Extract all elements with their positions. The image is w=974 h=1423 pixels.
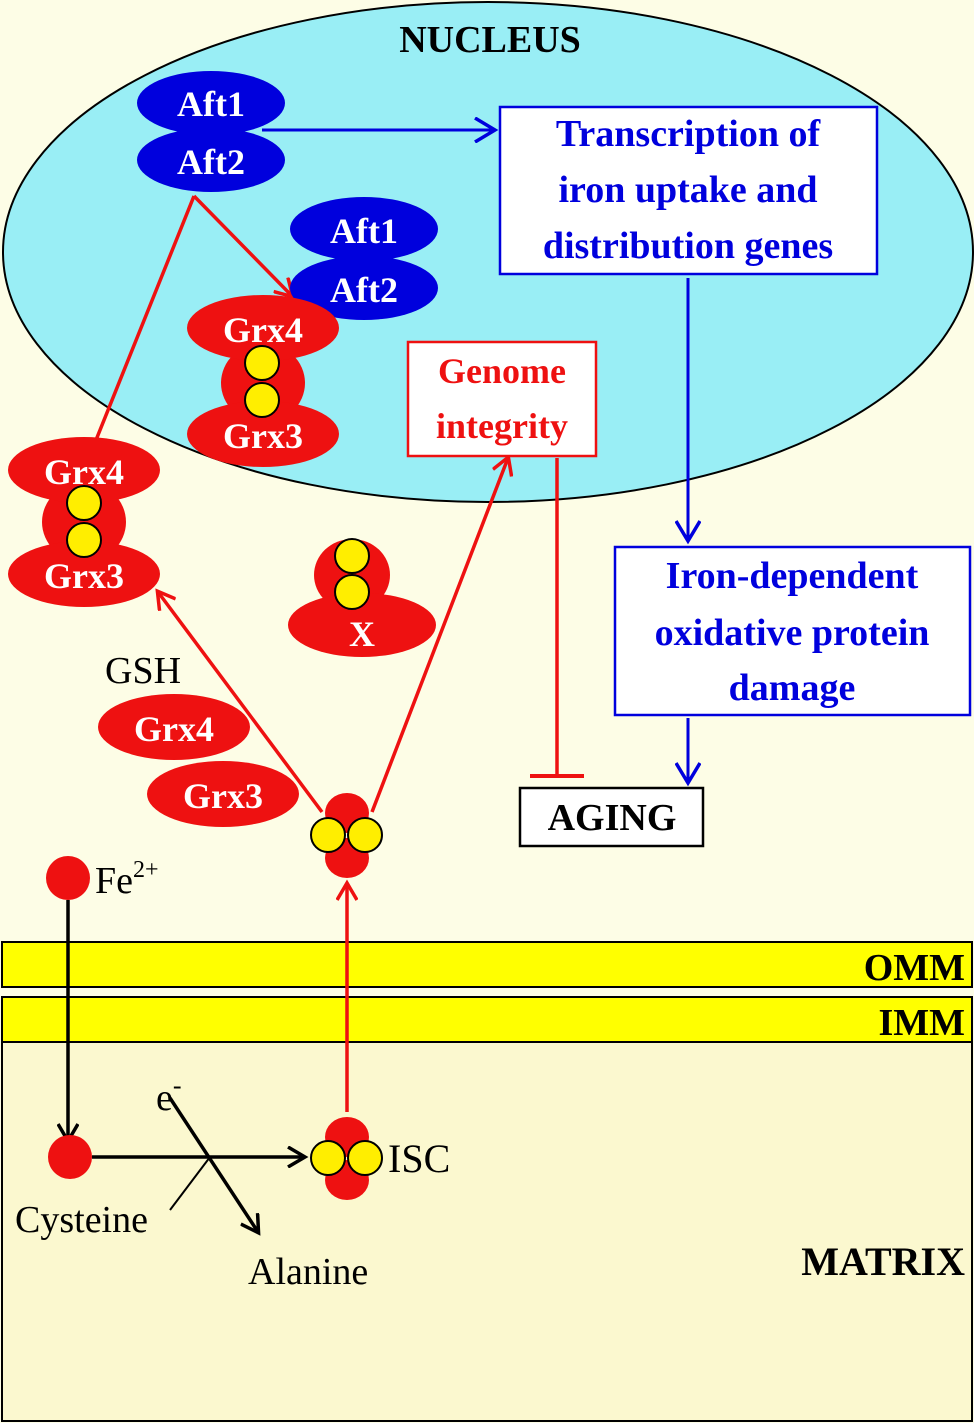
fe-s-cluster	[310, 1140, 346, 1176]
aft2-mid-label: Aft2	[330, 270, 398, 310]
grx-complex-cytosol: Grx4 Grx3	[8, 437, 160, 607]
aft2-mid-node	[290, 256, 438, 320]
aft1-top-node	[137, 71, 285, 135]
grx3-free-node	[147, 761, 299, 827]
genome-line-1: Genome	[438, 351, 566, 391]
grx3-cytosol-label: Grx3	[44, 556, 124, 596]
cytosolic-cluster	[310, 793, 383, 878]
fe-s-cluster	[347, 817, 383, 853]
isc-label: ISC	[388, 1136, 450, 1181]
grx3-nucleus-label: Grx3	[223, 416, 303, 456]
omm-band	[1, 941, 973, 988]
transcription-line-1: Transcription of	[556, 113, 822, 155]
arrow-to-alanine	[168, 1097, 258, 1232]
fe-s-cluster	[66, 522, 102, 558]
oxidative-damage-box	[613, 545, 972, 717]
grx3-free-label: Grx3	[183, 776, 263, 816]
electron-label: e-	[156, 1071, 182, 1119]
fe-s-cluster	[244, 382, 280, 418]
transcription-line-3: distribution genes	[543, 225, 833, 267]
cysteine-branch	[169, 1156, 211, 1211]
oxidative-line-2: oxidative protein	[655, 612, 930, 654]
imm-band	[1, 996, 973, 1043]
grx4-cytosol-label: Grx4	[44, 452, 124, 492]
grx4-nucleus-label: Grx4	[223, 310, 303, 350]
fe-label: Fe2+	[95, 857, 159, 902]
fe-s-cluster	[244, 345, 280, 381]
matrix-region	[1, 999, 973, 1422]
aging-box	[518, 786, 705, 848]
x-protein-label: X	[349, 614, 375, 654]
fe-s-cluster	[66, 485, 102, 521]
cysteine-label: Cysteine	[15, 1199, 148, 1241]
transcription-line-2: iron uptake and	[558, 169, 817, 211]
transcription-box	[498, 105, 879, 276]
nucleus-label: NUCLEUS	[399, 19, 581, 61]
oxidative-line-1: Iron-dependent	[666, 555, 919, 597]
oxidative-line-3: damage	[729, 667, 856, 709]
matrix-label: MATRIX	[801, 1239, 965, 1284]
alanine-label: Alanine	[248, 1251, 368, 1293]
aft1-mid-node	[290, 197, 438, 261]
fe-s-cluster	[334, 574, 370, 610]
omm-label: OMM	[864, 947, 965, 989]
cysteine-dot	[48, 1135, 92, 1179]
arrow-cluster-to-genome	[370, 458, 508, 813]
imm-label: IMM	[878, 1002, 965, 1044]
genome-integrity-box	[406, 340, 598, 458]
grx4-free-node	[98, 694, 250, 760]
aft2-top-node	[137, 128, 285, 192]
grx-complex-nucleus: Grx4 Grx3	[187, 295, 339, 467]
aft1-mid-label: Aft1	[330, 211, 398, 251]
fe-s-cluster	[334, 538, 370, 574]
arrow-aft-release	[192, 194, 292, 296]
genome-line-2: integrity	[436, 406, 568, 446]
line-grx-to-aft	[88, 195, 196, 456]
arrow-cluster-to-grx	[158, 592, 324, 814]
grx4-free-label: Grx4	[134, 709, 214, 749]
aging-label: AGING	[548, 797, 677, 839]
gsh-label: GSH	[105, 650, 181, 692]
isc-cluster	[310, 1117, 383, 1200]
x-protein-complex: X	[288, 538, 436, 657]
fe-s-cluster	[310, 817, 346, 853]
fe-s-cluster	[347, 1140, 383, 1176]
aft1-top-label: Aft1	[177, 84, 245, 124]
fe-ion	[46, 856, 90, 900]
aft2-top-label: Aft2	[177, 142, 245, 182]
